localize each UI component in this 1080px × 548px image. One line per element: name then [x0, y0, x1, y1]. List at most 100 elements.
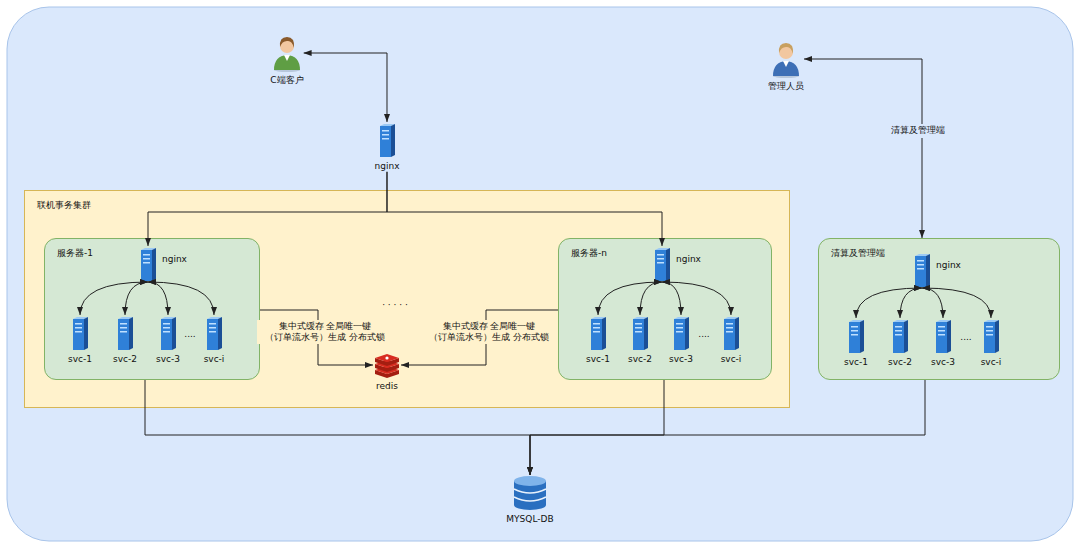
connector: [145, 380, 530, 475]
db-symbol: [512, 475, 548, 511]
server-group: 服务器-1 nginx svc-1 svc-2 svc-3 svc-i: [44, 238, 260, 380]
node-label: svc-1: [68, 354, 92, 365]
server-icon: [71, 315, 89, 351]
server-symbol: [722, 315, 740, 351]
connector: [530, 380, 664, 475]
curved-connector: [922, 288, 991, 318]
connector: [387, 172, 662, 246]
person-symbol: [272, 34, 302, 72]
server-icon: [913, 252, 931, 288]
server-symbol: [934, 318, 952, 354]
node-label: svc-2: [113, 354, 137, 365]
node-label: nginx: [162, 254, 187, 265]
edge-label: 清算及管理端: [889, 124, 947, 137]
edge-label: 集中式缓存 全局唯一键（订单流水号）生成 分布式锁: [257, 320, 393, 345]
server-symbol: [982, 318, 1000, 354]
server-icon: [631, 315, 649, 351]
group-title: 服务器-1: [57, 248, 93, 259]
service-server: svc-1: [586, 315, 610, 365]
nginx-server: nginx: [139, 246, 187, 282]
ellipsis-mark: ....: [698, 329, 709, 340]
connector: [401, 310, 558, 365]
ground-panel: [7, 7, 1073, 541]
server-group: 服务器-n nginx svc-1 svc-2 svc-3 svc-i: [558, 238, 772, 380]
server-icon: [982, 318, 1000, 354]
admin-person: 管理人员: [768, 40, 804, 92]
server-symbol: [589, 315, 607, 351]
node-label: svc-1: [844, 357, 868, 368]
server-icon: [672, 315, 690, 351]
curved-connector: [148, 282, 214, 315]
mysql-database: MYSQL-DB: [506, 475, 553, 525]
nginx-server: nginx: [375, 122, 400, 172]
server-icon: [722, 315, 740, 351]
node-label: svc-1: [586, 354, 610, 365]
client-person: C端客户: [270, 34, 303, 86]
service-server: svc-i: [721, 315, 742, 365]
node-label: MYSQL-DB: [506, 514, 553, 525]
nginx-server: nginx: [913, 252, 961, 288]
server-symbol: [653, 246, 671, 282]
node-label: svc-2: [888, 357, 912, 368]
person-icon: [272, 34, 302, 72]
curved-connector: [80, 282, 148, 315]
node-label: svc-3: [669, 354, 693, 365]
group-title: 联机事务集群: [37, 200, 91, 211]
server-symbol: [672, 315, 690, 351]
server-symbol: [631, 315, 649, 351]
node-label: 管理人员: [768, 81, 804, 92]
edge-label: 集中式缓存 全局唯一键（订单流水号）生成 分布式锁: [421, 320, 557, 345]
server-symbol: [139, 246, 157, 282]
node-label: nginx: [936, 260, 961, 271]
service-server: svc-1: [68, 315, 92, 365]
curved-connector: [662, 282, 681, 315]
curved-connector: [125, 282, 148, 315]
ellipsis-mark: · · · · ·: [382, 300, 408, 311]
redis-cache: redis: [373, 352, 401, 392]
group-title: 清算及管理端: [831, 248, 885, 259]
server-icon: [139, 246, 157, 282]
connector: [148, 172, 387, 246]
node-label: nginx: [676, 254, 701, 265]
service-server: svc-i: [204, 315, 225, 365]
curved-connector: [640, 282, 662, 315]
server-group: 清算及管理端 nginx svc-1 svc-2 svc-3 svc-i: [818, 238, 1060, 380]
node-label: svc-2: [628, 354, 652, 365]
connector: [804, 59, 922, 238]
db-icon: [512, 475, 548, 511]
service-server: svc-2: [113, 315, 137, 365]
service-server: svc-2: [628, 315, 652, 365]
group-title: 服务器-n: [571, 248, 607, 259]
node-label: svc-i: [204, 354, 225, 365]
person-symbol: [771, 40, 801, 78]
redis-symbol: [373, 352, 401, 378]
node-label: C端客户: [270, 75, 303, 86]
ellipsis-mark: ....: [184, 329, 195, 340]
server-icon: [378, 122, 396, 158]
curved-connector: [922, 288, 943, 318]
service-server: svc-3: [669, 315, 693, 365]
server-icon: [847, 318, 865, 354]
server-symbol: [891, 318, 909, 354]
server-symbol: [159, 315, 177, 351]
server-icon: [589, 315, 607, 351]
curved-connector: [856, 288, 922, 318]
server-symbol: [847, 318, 865, 354]
curved-connector: [148, 282, 168, 315]
server-symbol: [378, 122, 396, 158]
node-label: redis: [376, 381, 398, 392]
service-server: svc-3: [156, 315, 180, 365]
server-icon: [116, 315, 134, 351]
connector: [530, 380, 925, 475]
server-icon: [934, 318, 952, 354]
server-icon: [205, 315, 223, 351]
server-symbol: [116, 315, 134, 351]
node-label: svc-i: [981, 357, 1002, 368]
cluster-panel: 联机事务集群服务器-1nginxsvc-1svc-2svc-3svc-i服务器-…: [24, 190, 790, 408]
node-label: svc-3: [931, 357, 955, 368]
server-symbol: [913, 252, 931, 288]
connector: [304, 53, 387, 122]
curved-connector: [598, 282, 662, 315]
ellipsis-mark: ....: [960, 332, 971, 343]
